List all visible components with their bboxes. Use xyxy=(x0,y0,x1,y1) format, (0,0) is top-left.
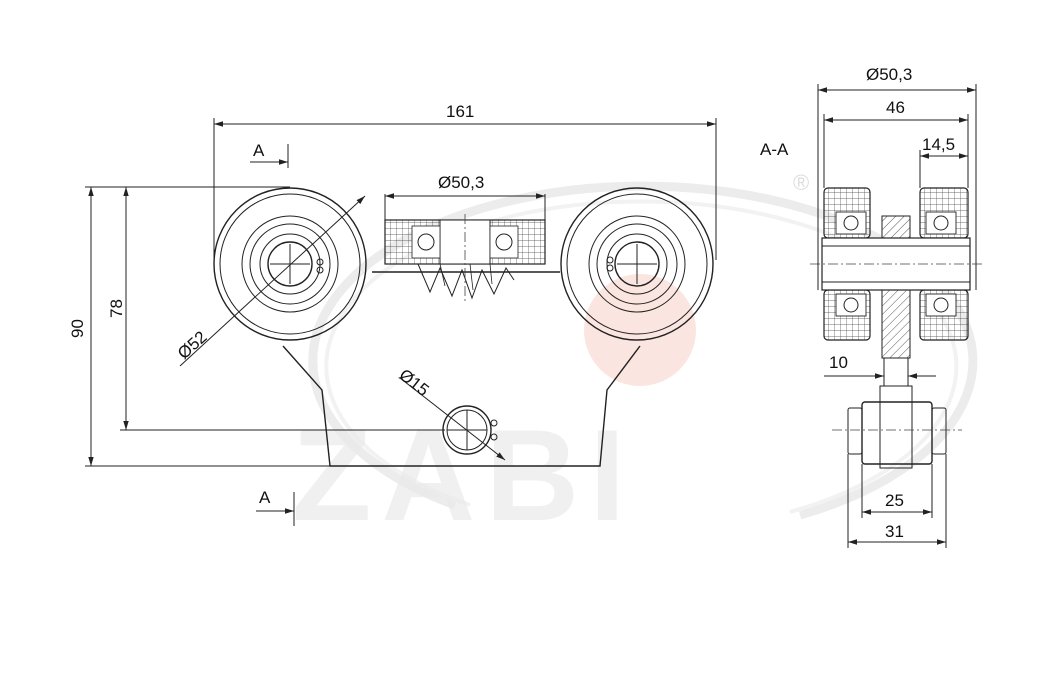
section-title: A-A xyxy=(760,140,789,159)
dim-46: 46 xyxy=(823,98,969,188)
watermark: ZABI ® xyxy=(292,170,978,548)
watermark-brand: ZABI xyxy=(292,402,635,548)
bracket-top xyxy=(881,215,911,239)
front-view: 161 90 78 Ø52 Ø50,3 xyxy=(68,102,717,526)
right-wheel xyxy=(560,187,714,341)
watermark-accent-circle xyxy=(584,274,696,386)
dim-161-label: 161 xyxy=(446,102,474,121)
section-view: A-A xyxy=(760,65,984,548)
dim-90: 90 xyxy=(68,186,330,467)
section-marker-bottom-label: A xyxy=(259,488,271,507)
dim-31: 31 xyxy=(847,454,947,548)
dim-25: 25 xyxy=(861,464,933,518)
carriage-body xyxy=(282,345,641,467)
bracket-stem xyxy=(881,289,911,359)
dim-14-5-label: 14,5 xyxy=(922,135,955,154)
watermark-registered-mark: ® xyxy=(793,170,809,195)
dim-78: 78 xyxy=(107,187,445,431)
dim-10-label: 10 xyxy=(829,353,848,372)
dim-46-label: 46 xyxy=(886,98,905,117)
watermark-swoosh xyxy=(308,181,978,520)
dim-31-label: 31 xyxy=(885,522,904,541)
section-marker-bottom: A xyxy=(256,488,295,526)
dim-d50-3-section-label: Ø50,3 xyxy=(866,65,912,84)
dim-78-label: 78 xyxy=(107,299,126,318)
dim-d52: Ø52 xyxy=(174,195,366,367)
dim-25-label: 25 xyxy=(885,491,904,510)
bearings xyxy=(835,211,957,317)
guide-wheel xyxy=(384,214,546,302)
watermark-swoosh-inner xyxy=(324,199,959,514)
dim-d50-3-front: Ø50,3 xyxy=(384,173,546,220)
dim-14-5: 14,5 xyxy=(919,135,968,188)
dim-d15-label: Ø15 xyxy=(396,365,433,400)
dim-90-label: 90 xyxy=(68,319,87,338)
dim-d52-label: Ø52 xyxy=(174,327,211,363)
section-marker-top: A xyxy=(250,141,289,168)
dim-161: 161 xyxy=(213,102,717,260)
dim-d50-3-section: Ø50,3 xyxy=(817,65,977,290)
bracket-neck xyxy=(883,357,909,387)
left-wheel xyxy=(213,187,367,341)
dim-d50-3-front-label: Ø50,3 xyxy=(438,173,484,192)
section-marker-top-label: A xyxy=(253,141,265,160)
dim-10: 10 xyxy=(824,353,936,379)
lower-roller xyxy=(832,385,962,469)
